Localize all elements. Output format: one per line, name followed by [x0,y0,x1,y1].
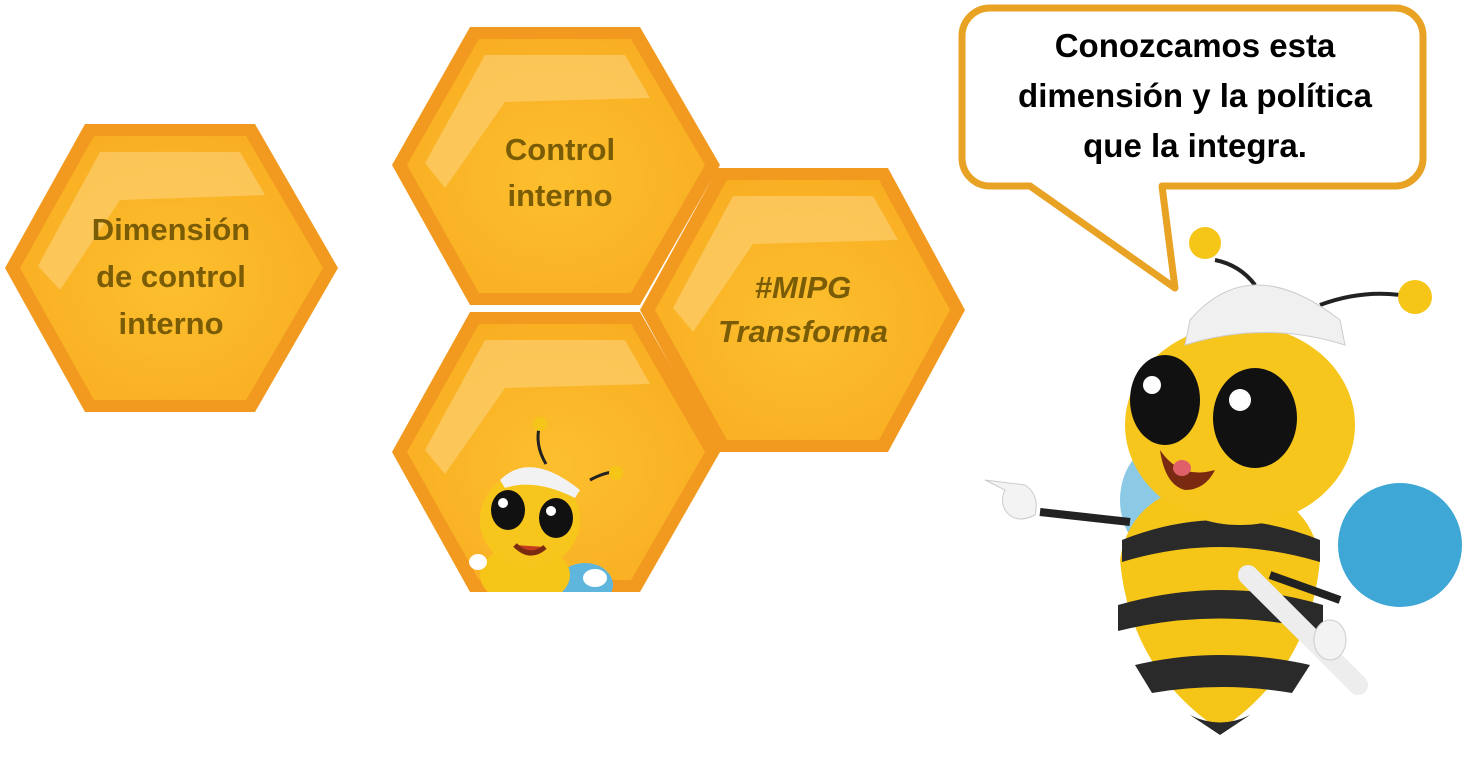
hex-label-line: interno [118,306,223,341]
hex-label-line: de control [96,259,246,294]
hex-label-line: Transforma [718,314,888,349]
small-bee-illustration [469,417,623,592]
bee-mascot-illustration [984,227,1462,735]
hexagon-bee [392,312,720,592]
hex-label-line: Dimensión [92,212,250,247]
hex-label-line: interno [507,178,612,213]
hex-label-line: #MIPG [755,270,851,305]
bubble-line: dimensión y la política [1018,77,1373,114]
hex-label-line: Control [505,132,615,167]
bubble-line: que la integra. [1083,127,1307,164]
hexagon-mipg-transforma: #MIPG Transforma [640,168,965,452]
hexagon-dimension: Dimensión de control interno [5,124,338,412]
speech-bubble: Conozcamos esta dimensión y la política … [958,4,1427,292]
hexagon-control-interno: Control interno [392,27,720,305]
bubble-line: Conozcamos esta [1055,27,1336,64]
